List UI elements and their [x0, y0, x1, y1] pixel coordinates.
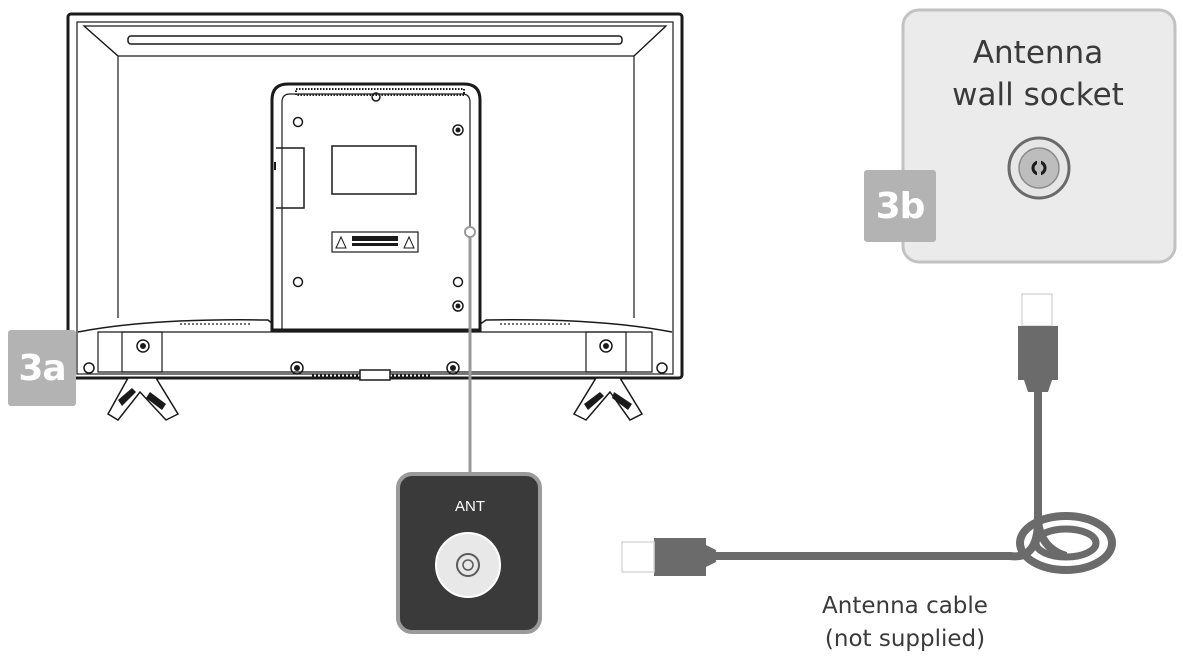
tv-screw-right — [599, 339, 613, 353]
wall-socket-title-line1: Antenna — [972, 35, 1104, 71]
ant-port-label: ANT — [455, 498, 485, 515]
ant-port-pointer — [464, 226, 476, 478]
tv-rating-label — [331, 145, 417, 195]
cable-caption-line1: Antenna cable — [822, 593, 988, 619]
step-badge-3b: 3b — [864, 170, 936, 242]
tv-back-panel — [270, 82, 482, 332]
wall-socket-title-line2: wall socket — [952, 77, 1124, 113]
tv-stand-right — [572, 377, 644, 421]
tv-screw-left — [136, 339, 150, 353]
wall-socket-title: Antenna wall socket — [904, 32, 1172, 116]
tv-top-vent — [127, 35, 623, 45]
tv-caution-sticker — [331, 231, 419, 253]
tv-back-illustration — [66, 12, 684, 421]
cable-coil-inner — [1032, 525, 1100, 561]
cable-coil-outer — [1016, 512, 1116, 574]
cable-caption-line2: (not supplied) — [824, 626, 986, 652]
wall-socket-panel — [901, 8, 1177, 264]
tv-stand-left — [106, 377, 180, 421]
ant-port-panel — [396, 472, 542, 634]
cable-caption: Antenna cable (not supplied) — [780, 590, 1030, 656]
tv-side-connector — [276, 147, 305, 209]
cable-plug-top-tip — [1021, 293, 1053, 327]
cable-plug-left-tip — [621, 541, 655, 573]
cable-plug-top-body — [1018, 326, 1058, 380]
antenna-cable — [621, 293, 1116, 576]
cable-plug-left-body — [654, 538, 706, 576]
tv-base-strip — [97, 331, 653, 373]
step-badge-3a: 3a — [8, 330, 76, 406]
ant-port-socket — [435, 532, 501, 598]
